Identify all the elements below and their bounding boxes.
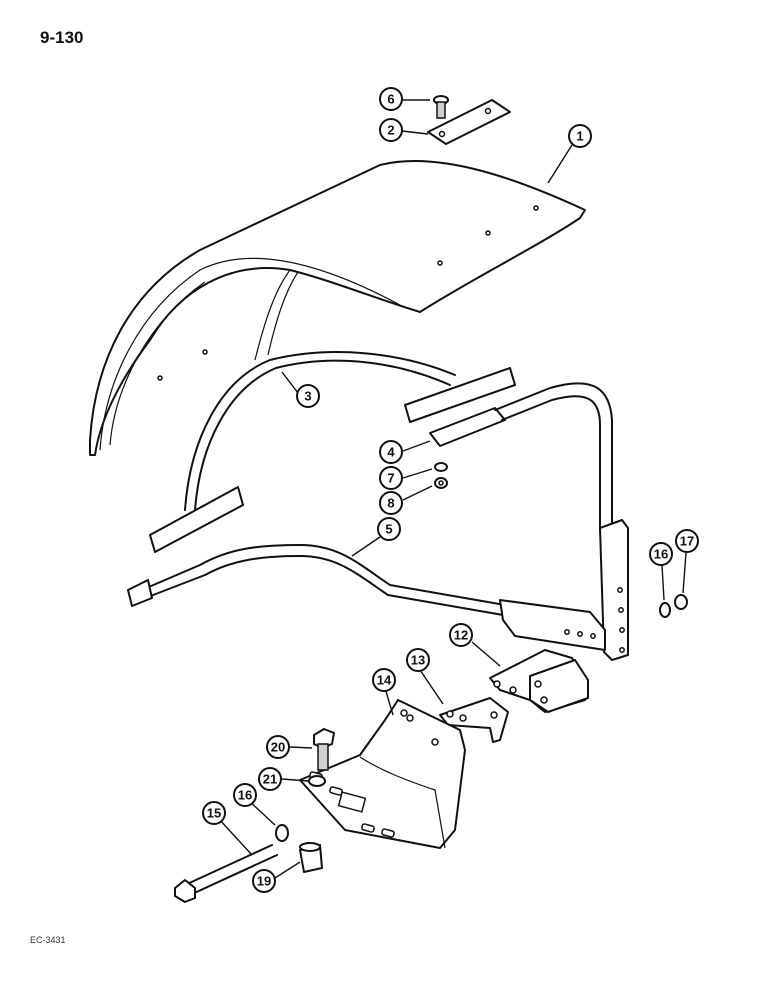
- callout-19: 19: [252, 869, 276, 893]
- svg-text:4: 4: [387, 445, 395, 460]
- callout-3: 3: [296, 384, 320, 408]
- fender-part: [89, 160, 586, 456]
- clamp-block-part: [489, 649, 589, 713]
- svg-text:17: 17: [680, 534, 694, 549]
- figure-code: EC-3431: [30, 935, 66, 945]
- fender-brace-part: [149, 351, 516, 553]
- callout-16-lower: 16: [233, 783, 257, 807]
- callout-16-upper: 16: [649, 542, 673, 566]
- svg-text:14: 14: [377, 673, 392, 688]
- washer-16-upper-part: [659, 602, 671, 618]
- callout-13: 13: [406, 648, 430, 672]
- svg-text:12: 12: [454, 628, 468, 643]
- nut-17-part: [674, 594, 688, 610]
- callout-20: 20: [266, 735, 290, 759]
- callout-6: 6: [379, 87, 403, 111]
- svg-text:7: 7: [387, 471, 394, 486]
- lock-washer-21-part: [308, 775, 326, 787]
- long-bolt-15-part: [174, 844, 278, 903]
- svg-text:19: 19: [257, 874, 271, 889]
- callout-15: 15: [202, 801, 226, 825]
- callout-1: 1: [568, 124, 592, 148]
- svg-text:5: 5: [385, 522, 392, 537]
- lock-washer-7-part: [434, 462, 448, 472]
- hex-bolt-20-part: [313, 728, 335, 771]
- page-number: 9-130: [40, 28, 84, 47]
- svg-text:8: 8: [387, 496, 394, 511]
- callout-21: 21: [258, 767, 282, 791]
- carriage-bolt-part: [433, 95, 449, 119]
- callout-5: 5: [377, 517, 401, 541]
- callout-12: 12: [449, 623, 473, 647]
- callout-4: 4: [379, 440, 403, 464]
- callout-2: 2: [379, 118, 403, 142]
- svg-text:15: 15: [207, 806, 221, 821]
- leader-lines: [217, 99, 687, 879]
- callout-14: 14: [372, 668, 396, 692]
- strap-plate-part: [427, 99, 511, 145]
- svg-text:16: 16: [654, 547, 668, 562]
- svg-text:13: 13: [411, 653, 425, 668]
- svg-text:2: 2: [387, 123, 394, 138]
- washer-16-lower-part: [275, 824, 289, 842]
- svg-text:21: 21: [263, 772, 277, 787]
- svg-text:1: 1: [576, 129, 583, 144]
- clamp-plate-part: [439, 697, 509, 743]
- nut-8-part: [434, 477, 448, 489]
- upper-support-arm-part: [429, 382, 629, 661]
- svg-text:6: 6: [387, 92, 394, 107]
- callout-8: 8: [379, 491, 403, 515]
- svg-text:16: 16: [238, 788, 252, 803]
- mounting-bracket-part: [299, 699, 466, 849]
- spacer-19-part: [299, 842, 323, 873]
- callout-7: 7: [379, 466, 403, 490]
- lower-support-arm-part: [127, 544, 606, 651]
- callout-17: 17: [675, 529, 699, 553]
- svg-text:20: 20: [271, 740, 285, 755]
- svg-text:3: 3: [304, 389, 311, 404]
